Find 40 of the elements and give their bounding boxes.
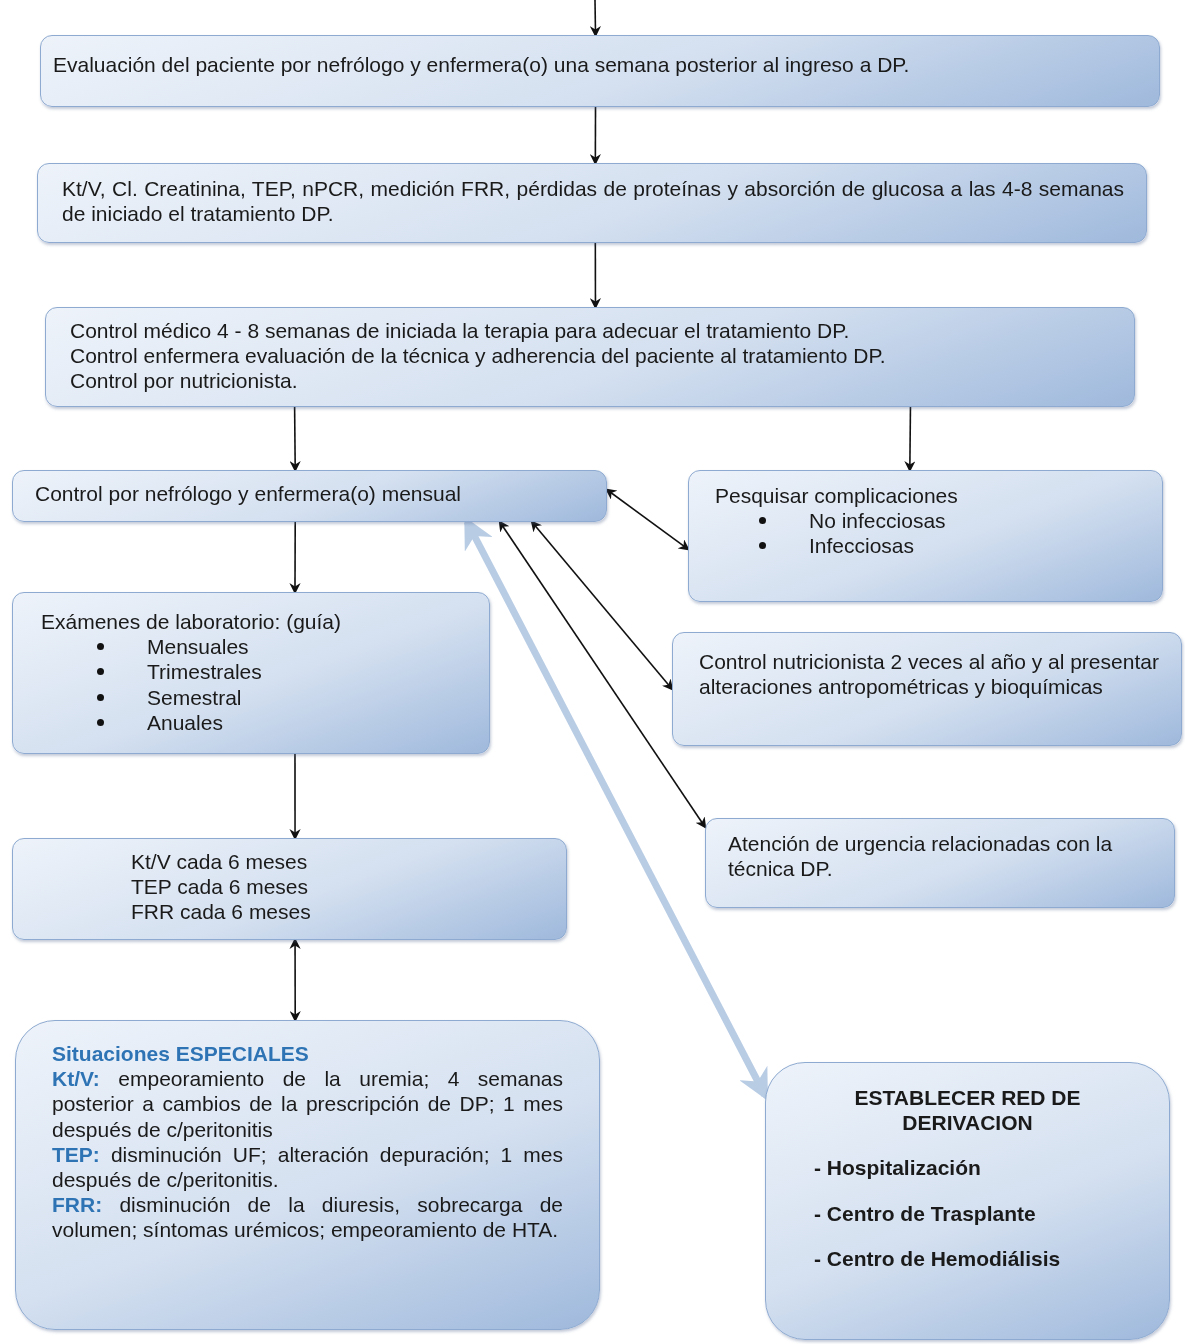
text: FRR cada 6 meses [131,899,312,925]
process-box [765,1062,1170,1340]
process-box [45,307,1135,407]
process-box [40,35,1160,107]
text: Kt/V cada 6 meses [131,849,309,875]
text: Control por nefrólogo y enfermera(o) mensual [35,481,463,507]
text: Atención de urgencia relacionadas con la técnica DP. [728,831,1114,882]
text: Exámenes de laboratorio: (guía) [41,609,342,635]
heading: ESTABLECER RED DE DERIVACION [853,1085,1082,1136]
text: Control por nutricionista. [70,368,299,394]
text: FRR: disminución de la diuresis, sobrecarga de volumen; síntomas urémicos; empeoramiento de HTA. [52,1192,563,1243]
process-box [12,838,567,940]
text: TEP: disminución UF; alteración depuración; 1 mes después de c/peritonitis. [52,1141,563,1193]
heading: Situaciones ESPECIALES [52,1041,310,1067]
list-item: Semestral [147,685,242,709]
arrow [605,488,690,551]
list-item: Anuales [147,710,223,734]
text: Control enfermera evaluación de la técnica y adherencia del paciente al tratamiento DP. [70,343,887,369]
list-item: Trimestrales [147,660,262,684]
text: Evaluación del paciente por nefrólogo y enfermera(o) una semana posterior al ingreso a DP. [53,52,911,78]
text: Kt/V, Cl. Creatinina, TEP, nPCR, medición FRR, pérdidas de proteínas y absorción de glucosa a las 4-8 semanas de iniciado el tratamiento DP. [62,176,1124,227]
process-box [12,592,490,754]
list-item: Mensuales [147,635,249,659]
process-box [688,470,1163,602]
text: Control nutricionista 2 veces al año y al presentar alteraciones antropométricas y bioquímicas [699,649,1160,700]
process-box [15,1020,600,1330]
text: Pesquisar complicaciones [715,483,959,509]
arrow [530,520,674,691]
arrow [498,520,707,829]
text: - Centro de Hemodiálisis [814,1245,1062,1271]
text: Control médico 4 - 8 semanas de iniciada la terapia para adecuar el tratamiento DP. [70,318,851,344]
text: - Centro de Trasplante [814,1200,1037,1226]
list-item: No infecciosas [809,509,946,533]
process-box [37,163,1147,243]
process-box [672,632,1182,746]
process-box [12,470,607,522]
process-box [705,818,1175,908]
text: TEP cada 6 meses [131,874,310,900]
list-item: Infecciosas [809,534,915,558]
text: - Hospitalización [814,1155,982,1181]
